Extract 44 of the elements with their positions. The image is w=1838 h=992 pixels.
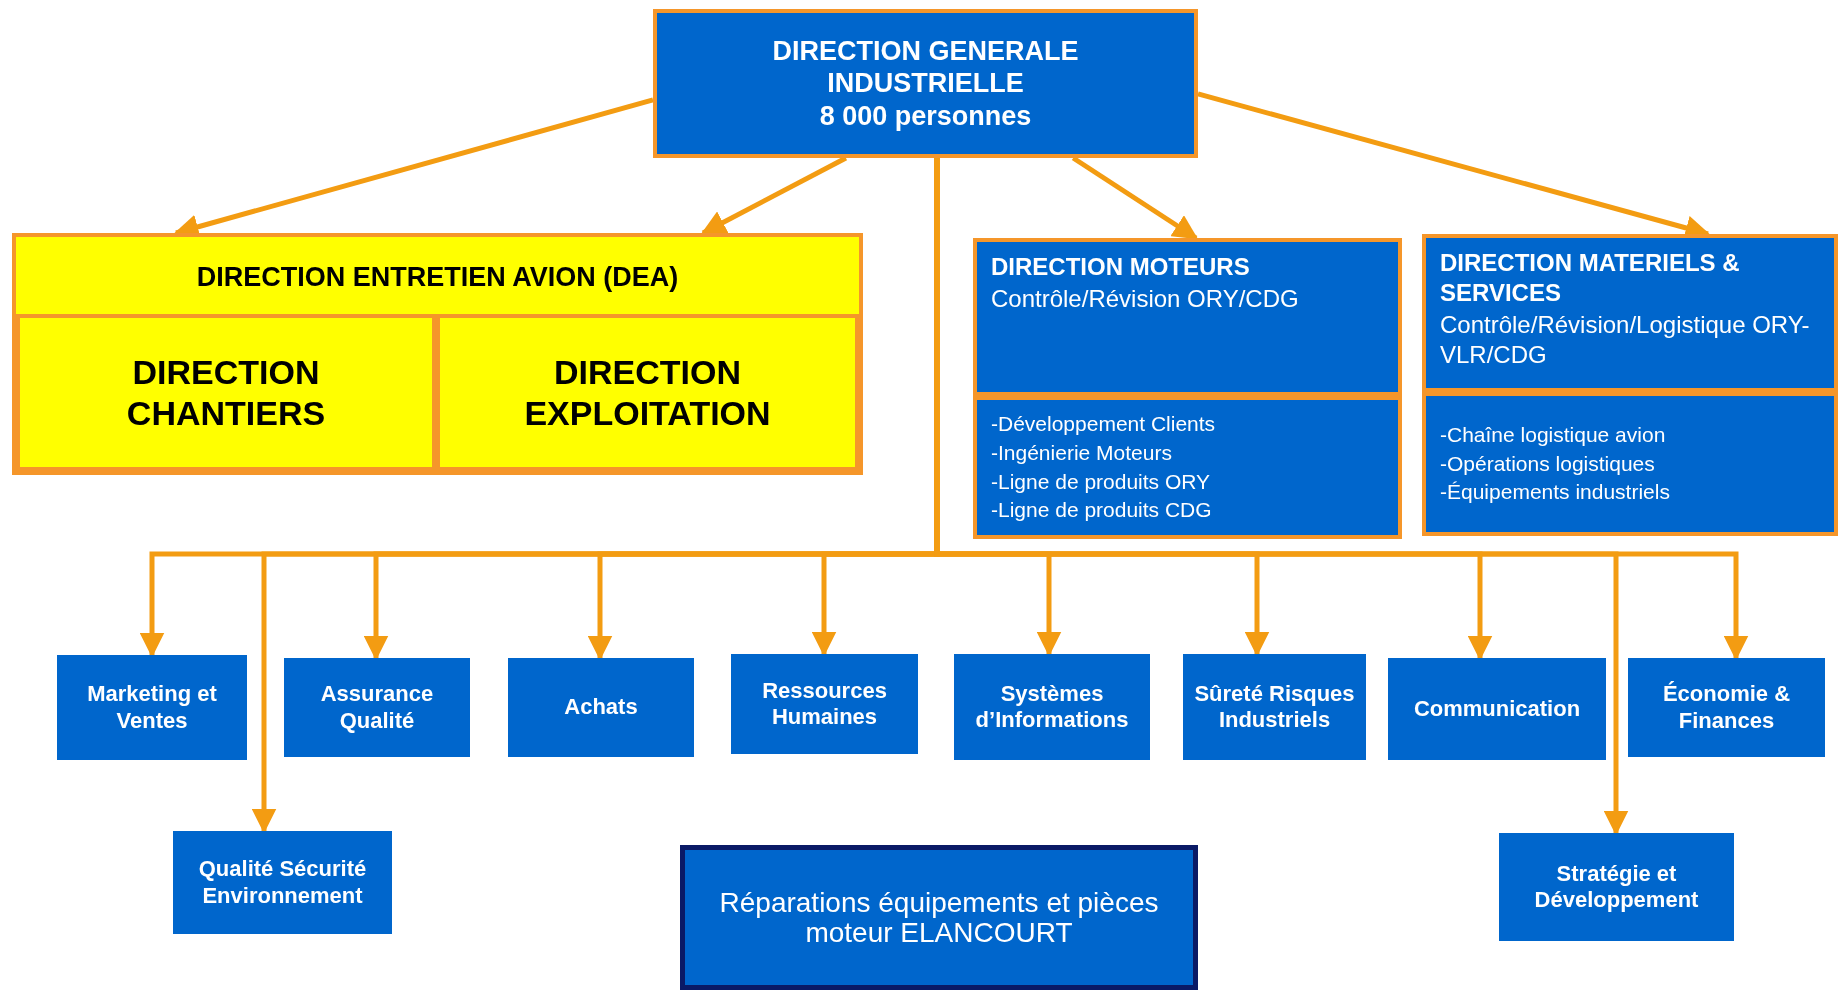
box-heading: -Chaîne logistique avion <box>1440 421 1666 448</box>
box-text: Marketing et Ventes <box>86 681 218 734</box>
org-box <box>1183 654 1366 760</box>
org-box <box>973 396 1402 539</box>
org-box <box>731 654 918 754</box>
org-box <box>680 845 1198 990</box>
box-text: Ressources Humaines <box>761 677 888 731</box>
box-text: Assurance Qualité <box>319 681 435 734</box>
box-text: DIRECTION EXPLOITATION <box>523 351 772 434</box>
box-text: -Équipements industriels <box>1440 479 1670 506</box>
box-text: -Ingénierie Moteurs <box>991 439 1172 466</box>
box-heading: DIRECTION MATERIELS & SERVICES <box>1440 248 1741 308</box>
box-text: Communication <box>1413 695 1581 723</box>
box-text: Contrôle/Révision/Logistique ORY- VLR/CDG <box>1440 310 1811 370</box>
box-text: Réparations équipements et pièces moteur ELANCOURT <box>718 888 1160 947</box>
org-box <box>1628 658 1825 757</box>
org-box <box>57 655 247 760</box>
org-box <box>973 238 1402 396</box>
org-box <box>284 658 470 757</box>
box-text: Qualité Sécurité Environnement <box>197 856 368 909</box>
box-text: Achats <box>564 694 638 721</box>
org-box <box>508 658 694 757</box>
box-text: -Opérations logistiques <box>1440 450 1655 477</box>
box-heading: DIRECTION GENERALE INDUSTRIELLE <box>771 34 1080 100</box>
box-text: Sûreté Risques Industriels <box>1193 680 1356 734</box>
org-box <box>173 831 392 934</box>
box-text: Économie & Finances <box>1661 681 1792 734</box>
org-box <box>1422 392 1838 536</box>
org-box <box>954 654 1150 760</box>
box-text: Stratégie et Développement <box>1533 860 1700 914</box>
org-box <box>1388 658 1606 760</box>
box-text: 8 000 personnes <box>819 99 1032 133</box>
org-box <box>1422 234 1838 392</box>
box-heading: DIRECTION MOTEURS <box>991 252 1250 282</box>
box-heading: DIRECTION ENTRETIEN AVION (DEA) <box>195 261 680 294</box>
box-text: Systèmes d’Informations <box>974 680 1130 734</box>
org-box <box>1499 833 1734 941</box>
box-text: Contrôle/Révision ORY/CDG <box>991 284 1299 314</box>
box-heading: -Développement Clients <box>991 410 1216 437</box>
org-box <box>653 9 1198 158</box>
box-text: -Ligne de produits CDG <box>991 497 1212 524</box>
box-text: -Ligne de produits ORY <box>991 468 1211 495</box>
box-text: DIRECTION CHANTIERS <box>125 351 327 434</box>
org-box <box>12 233 863 475</box>
